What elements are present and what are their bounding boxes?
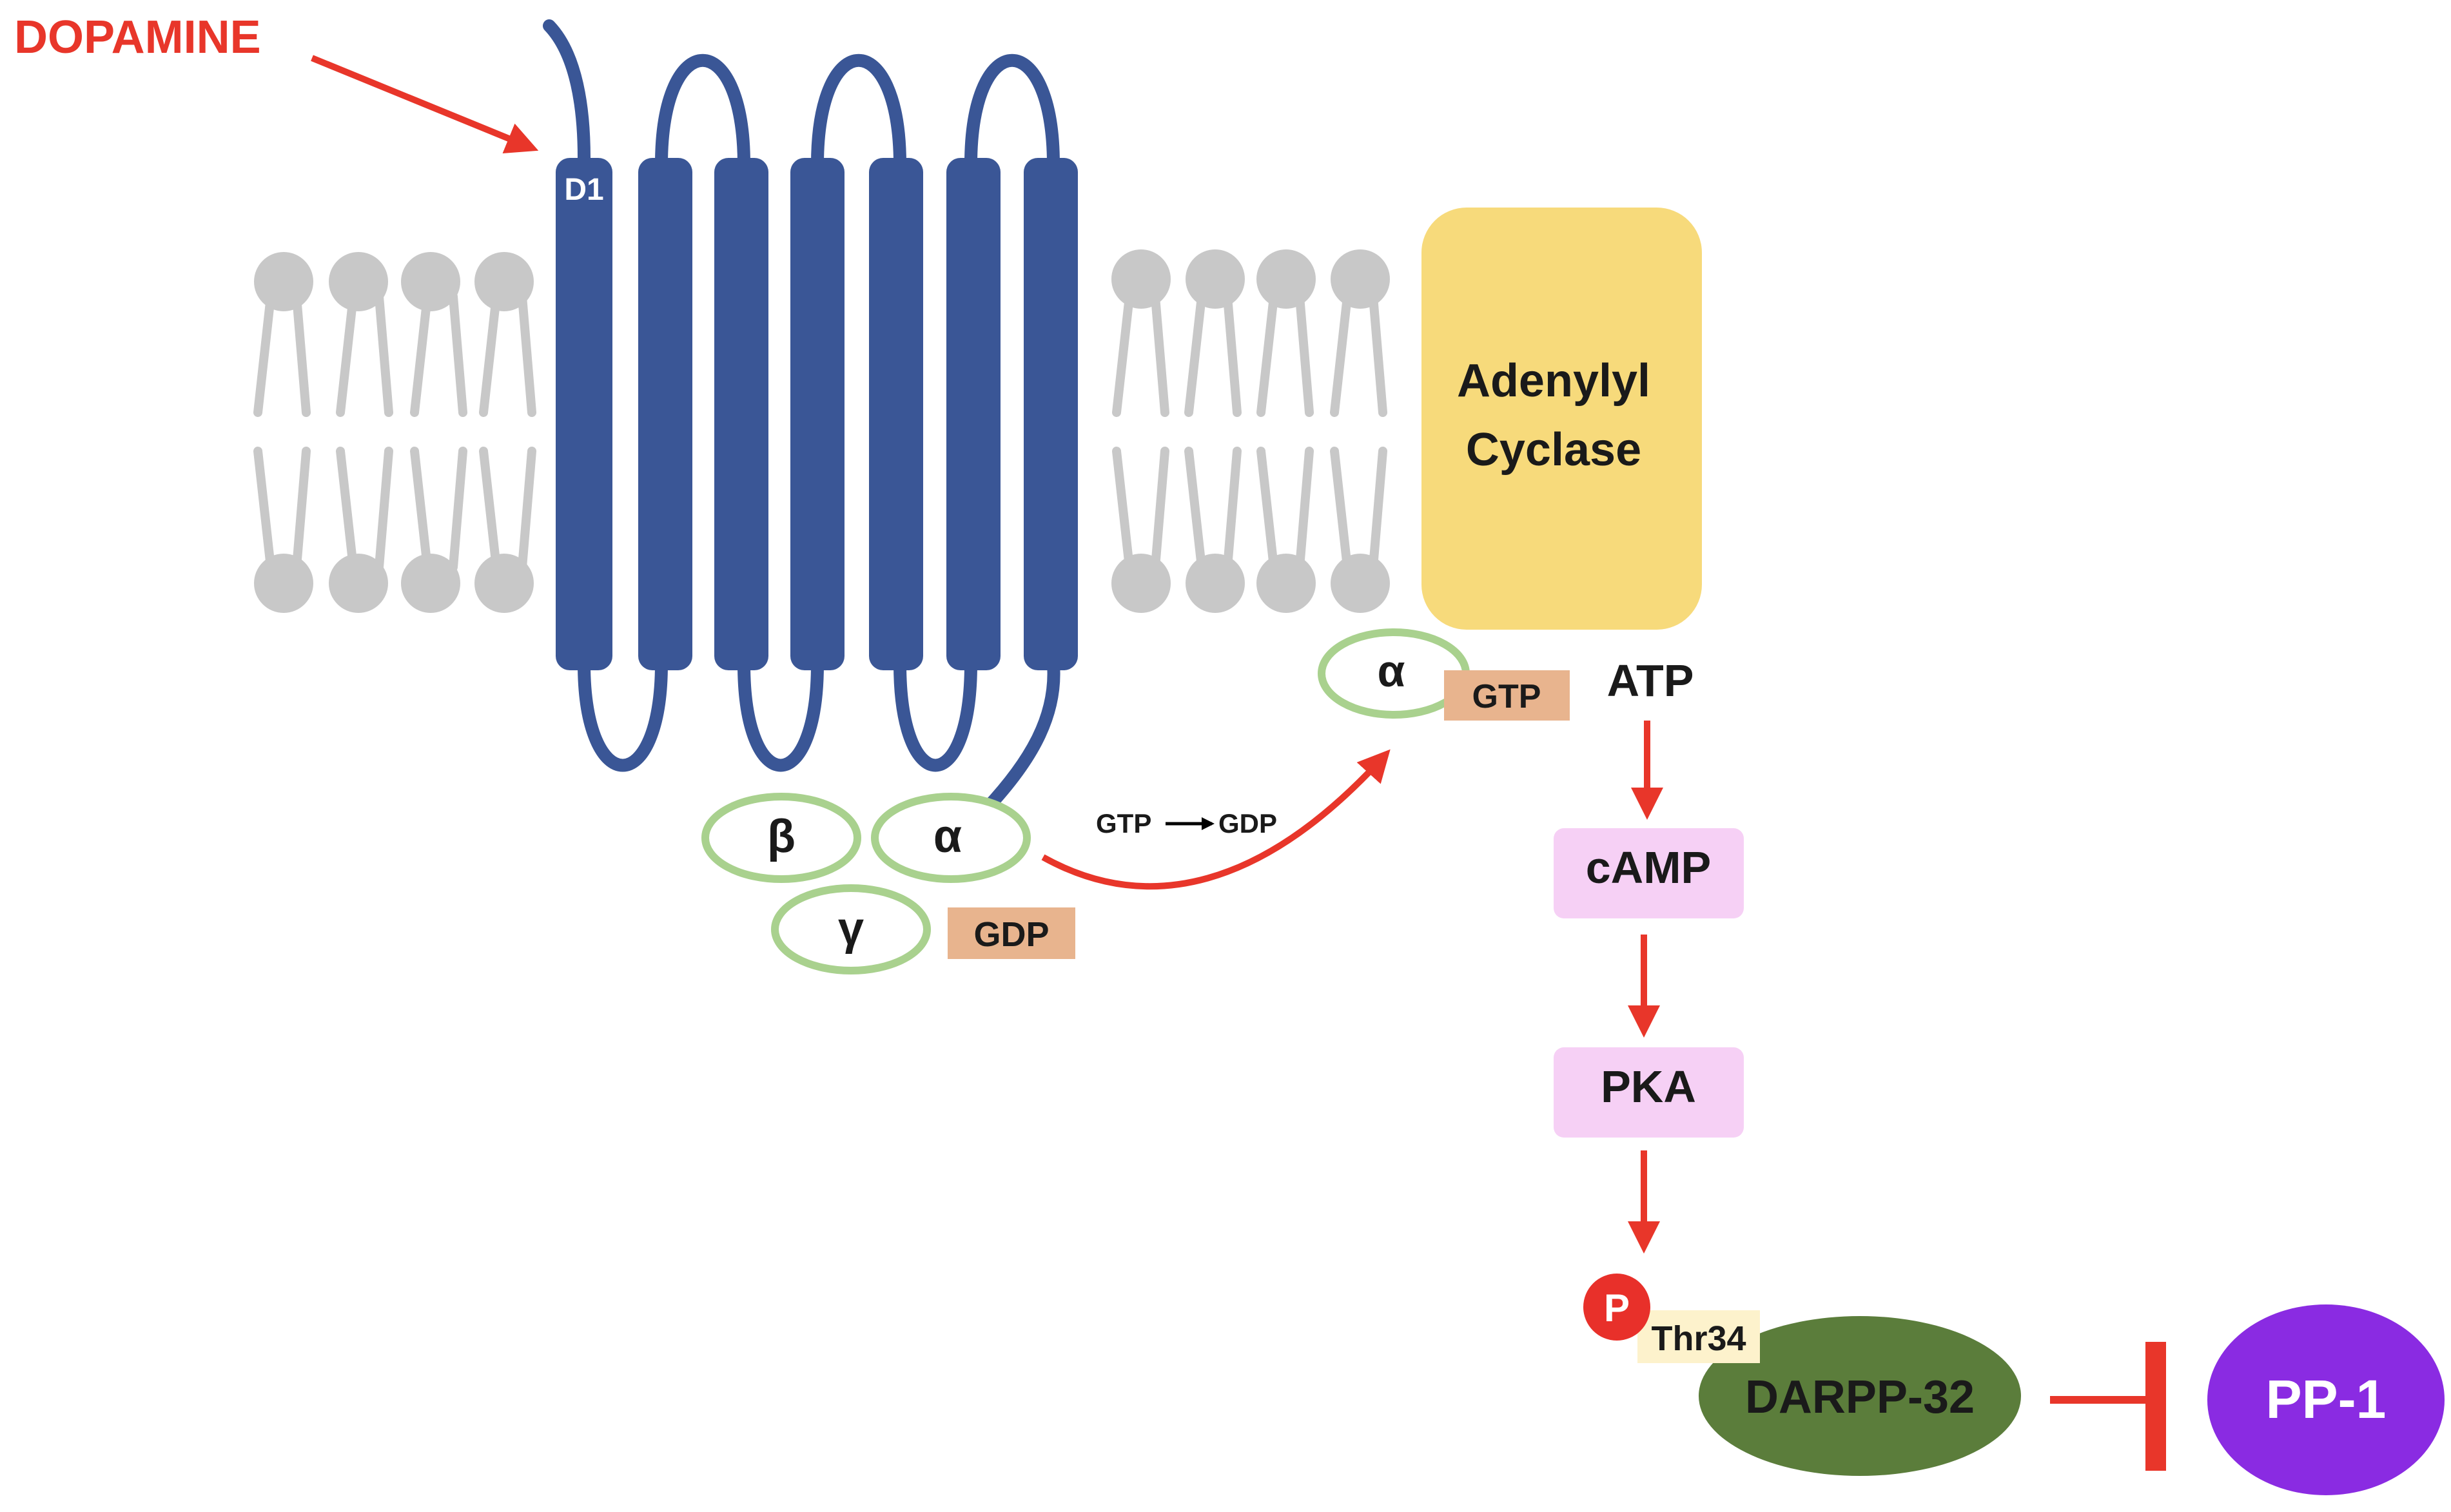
helix-7 [1024, 158, 1078, 670]
alpha-label: α [933, 811, 962, 862]
d1-receptor: D1 [543, 19, 1078, 815]
lipid-heads-left [254, 252, 534, 613]
pka-box: PKA [1554, 1047, 1744, 1138]
darpp-label: DARPP-32 [1745, 1371, 1975, 1423]
lipid-bilayer-left [253, 292, 536, 572]
adenylyl-cyclase-line2: Cyclase [1466, 424, 1641, 476]
thr34-site: Thr34 [1637, 1310, 1760, 1363]
receptor-label: D1 [564, 173, 603, 207]
gtp-gdp-exchange: GTP GDP [1096, 808, 1277, 838]
pp1-label: PP-1 [2266, 1369, 2387, 1430]
adenylyl-cyclase: Adenylyl Cyclase [1421, 208, 1702, 630]
active-alpha-label: α [1377, 646, 1405, 696]
camp-label: cAMP [1586, 842, 1711, 893]
gdp-label: GDP [973, 915, 1049, 954]
helix-6 [946, 158, 1001, 670]
g-protein-heterotrimer: β α γ GDP [701, 793, 1075, 974]
helix-2 [638, 158, 692, 670]
activation-arrow [1041, 749, 1391, 890]
gdp-box [948, 907, 1075, 959]
pka-label: PKA [1601, 1061, 1696, 1112]
exchange-to-label: GDP [1218, 808, 1277, 838]
gamma-label: γ [838, 903, 864, 955]
helix-1 [556, 158, 612, 670]
inhibition-symbol [2050, 1342, 2166, 1471]
lipid-bilayer-right [1112, 292, 1387, 572]
phosphate-label: P [1604, 1286, 1630, 1330]
thr34-label: Thr34 [1651, 1319, 1746, 1358]
atp-label: ATP [1607, 655, 1694, 706]
lipid-heads-right [1111, 249, 1390, 613]
g-gamma [771, 884, 931, 974]
helix-3 [714, 158, 768, 670]
gtp-bound: GTP [1444, 670, 1570, 721]
helix-5 [869, 158, 923, 670]
g-beta [701, 793, 861, 883]
dopamine-arrow [311, 55, 539, 153]
helix-4 [790, 158, 845, 670]
darpp-32: DARPP-32 [1699, 1316, 2021, 1476]
exchange-from-label: GTP [1096, 808, 1151, 838]
g-alpha [871, 793, 1031, 883]
beta-label: β [767, 811, 796, 862]
phosphate-badge: P [1583, 1274, 1650, 1341]
pp-1: PP-1 [2207, 1304, 2445, 1495]
camp-box: cAMP [1554, 828, 1744, 918]
adenylyl-cyclase-line1: Adenylyl [1457, 355, 1650, 407]
dopamine-label: DOPAMINE [14, 12, 261, 63]
gtp-bound-label: GTP [1472, 678, 1541, 715]
